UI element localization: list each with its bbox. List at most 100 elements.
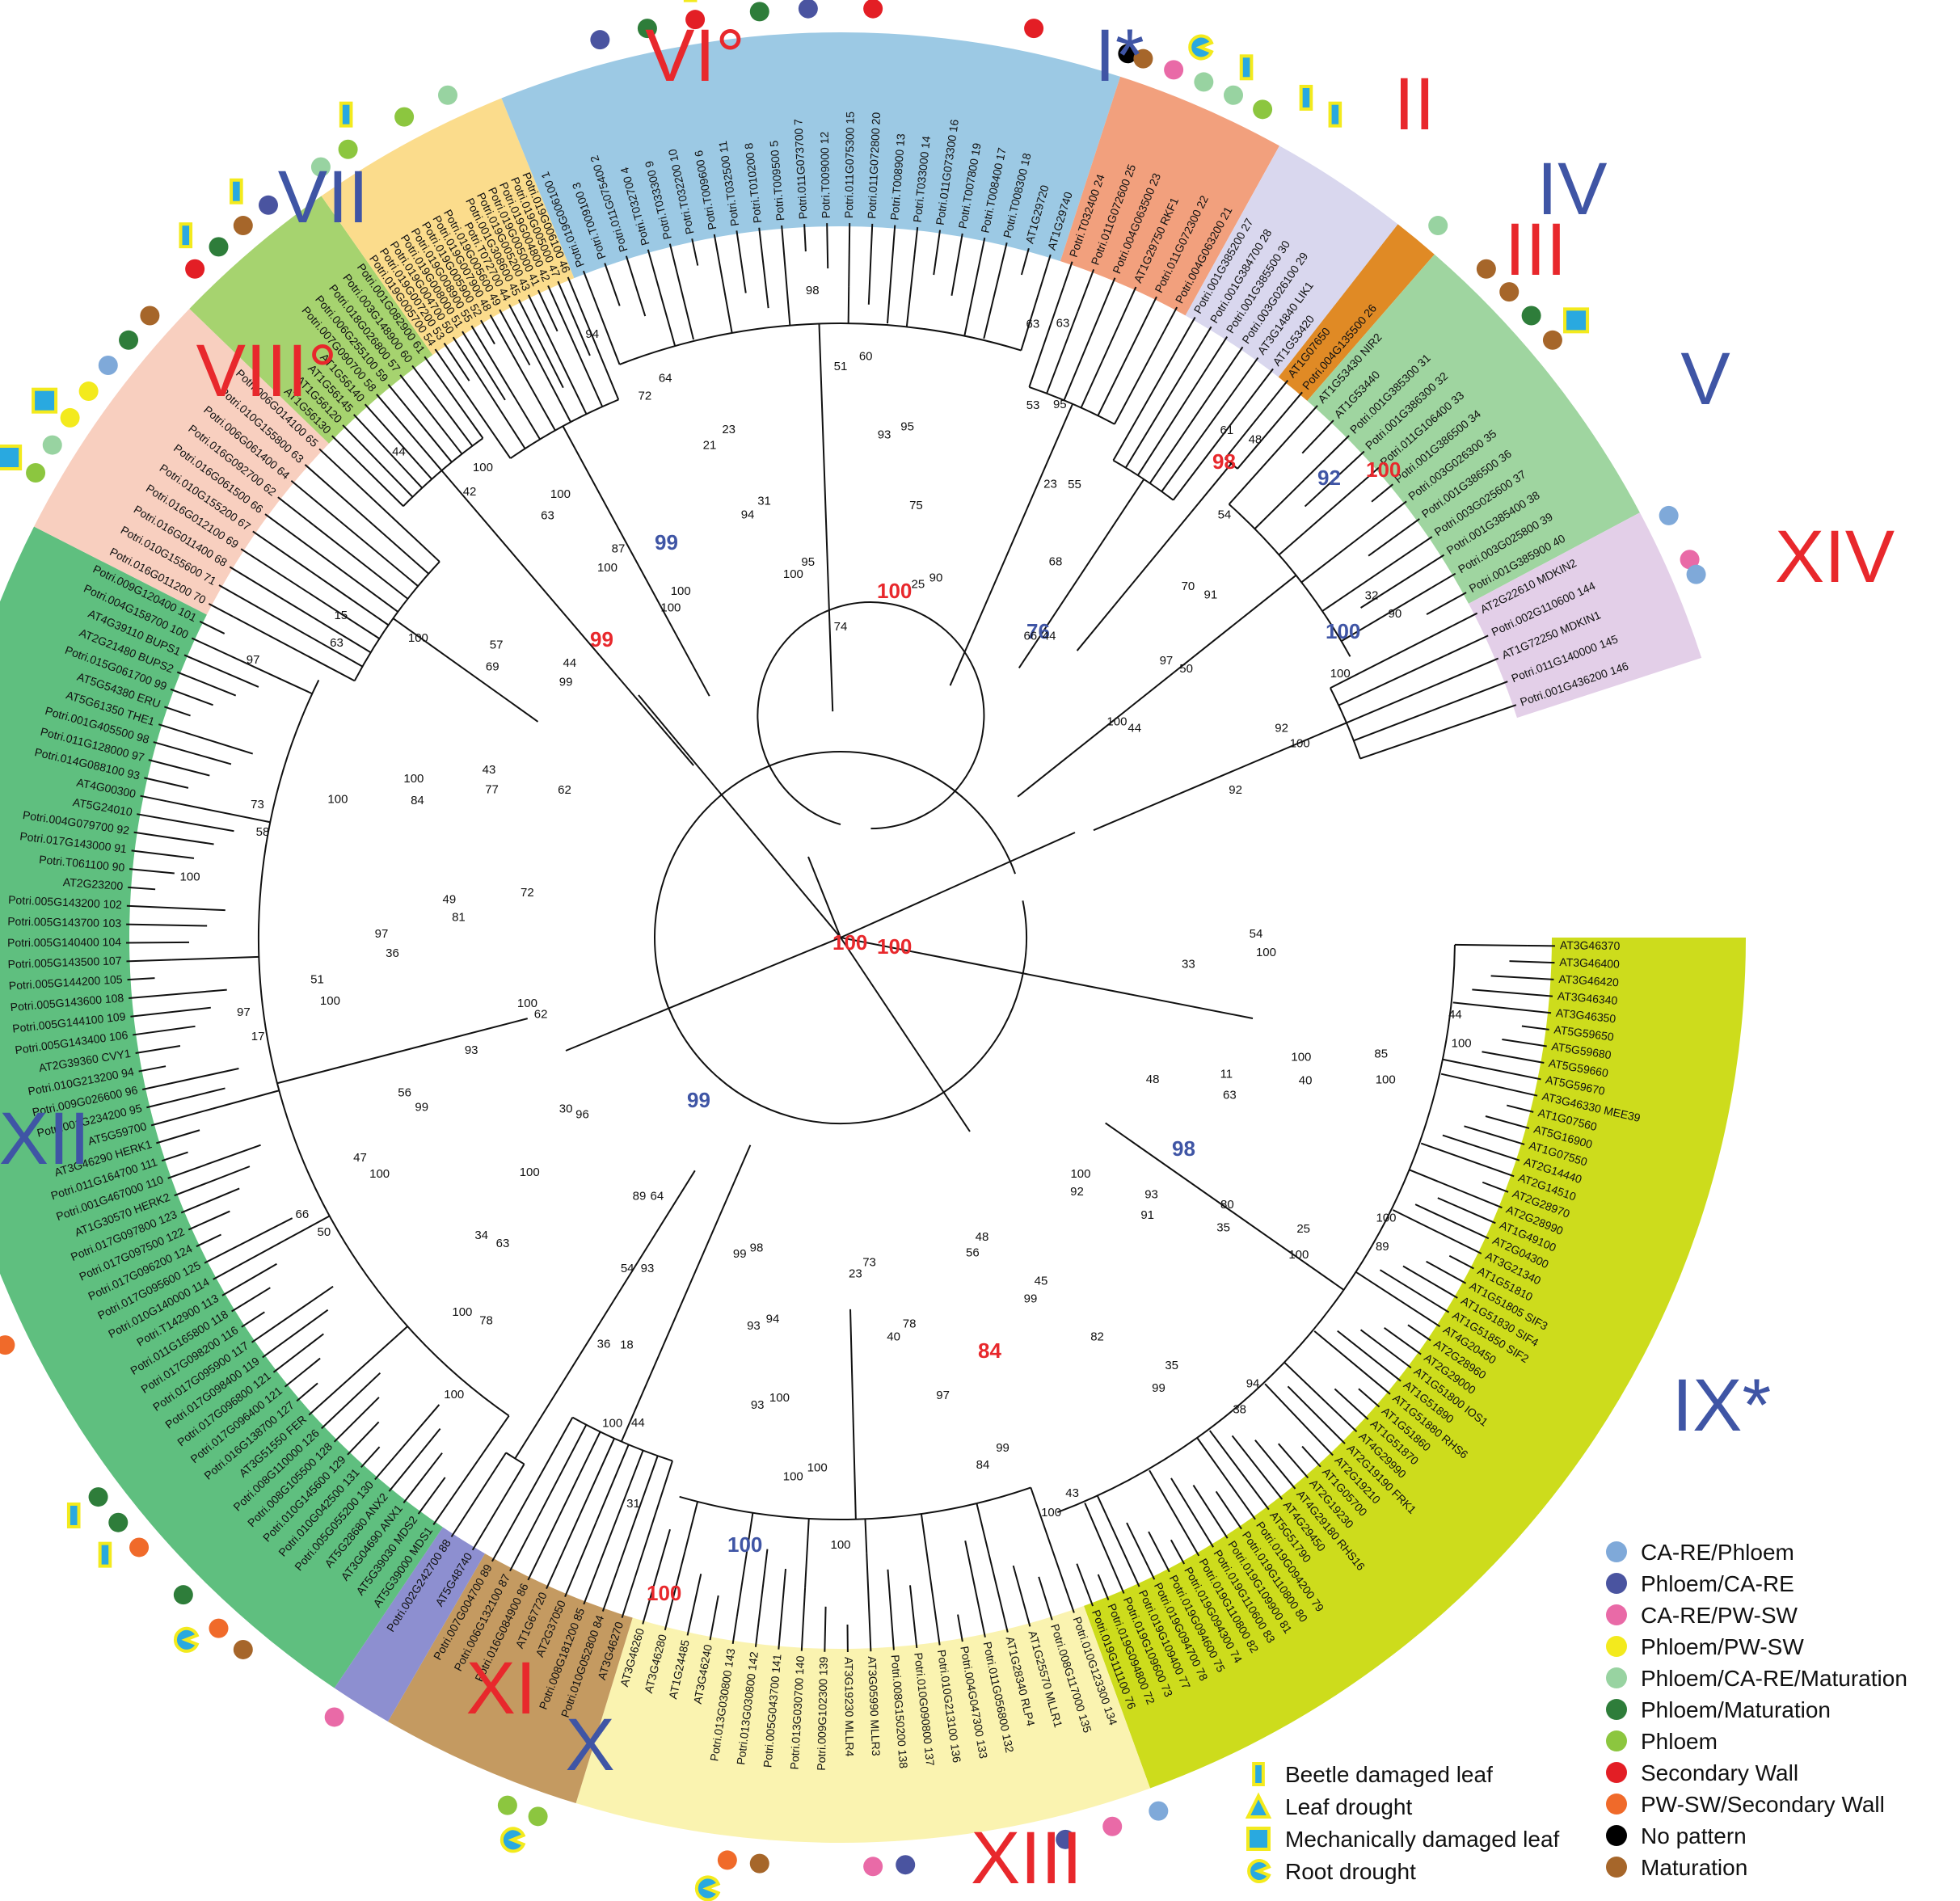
bootstrap-value: 48 [1146,1073,1160,1086]
internal-branch [405,405,453,463]
leaf-branch [1090,277,1116,337]
expression-dot [1659,505,1679,525]
stress-marker [1328,101,1342,128]
leaf-branch [1148,1531,1170,1573]
leaf-branch [826,223,829,269]
leaf-branch [758,227,769,309]
clade-branch-arc [679,1486,1031,1520]
bootstrap-value: 40 [887,1330,900,1344]
leaf-label: Potri.T009000 12 [818,131,832,218]
leaf-branch [164,706,191,717]
leaf-branch [1170,1477,1214,1548]
bootstrap-value: 73 [251,798,264,811]
internal-branch [592,296,621,365]
bootstrap-value: 100 [671,584,691,598]
leaf-label: AT3G46420 [1558,972,1619,988]
expression-dot [1102,1816,1123,1836]
legend-circles: CA-RE/PhloemPhloem/CA-RECA-RE/PW-SWPhloe… [1606,1540,1907,1880]
bootstrap-value: 100 [520,1165,540,1179]
leaf-branch [126,959,172,963]
bootstrap-value: 64 [659,371,672,385]
bootstrap-value: 45 [1035,1275,1048,1288]
expression-dot [497,1795,517,1815]
leaf-branch [1440,1073,1538,1097]
bootstrap-value: 93 [465,1043,478,1057]
leaf-branch [251,1285,334,1343]
internal-branch [539,1431,601,1556]
leaf-branch [290,479,340,522]
leaf-branch [133,1025,196,1036]
leaf-branch [126,923,208,927]
bootstrap-value: 99 [1152,1381,1165,1395]
leaf-branch [1102,286,1137,361]
bootstrap-value: 54 [1250,927,1263,941]
bootstrap-highlight: 92 [1317,466,1341,490]
internal-branch [286,529,398,613]
bootstrap-value: 42 [463,485,477,499]
leaf-branch [1407,1324,1431,1342]
expression-dot [528,1806,548,1827]
clade-label: VI° [645,15,745,97]
leaf-branch [1163,306,1178,332]
internal-branch [512,353,556,432]
leaf-branch [1149,1469,1200,1557]
bootstrap-value: 99 [1024,1292,1038,1305]
internal-branch [475,1452,507,1499]
internal-branch [546,375,571,423]
internal-branch [630,1461,673,1592]
bootstrap-value: 92 [1275,722,1288,736]
leaf-branch [1490,975,1554,980]
expression-dot [233,216,253,236]
stress-marker [98,1541,112,1568]
bootstrap-value: 97 [1160,654,1174,668]
leaf-branch [1238,1496,1256,1520]
leaf-branch [1012,1565,1031,1627]
leaf-branch [331,435,352,456]
internal-branch [470,422,484,439]
bootstrap-value: 23 [849,1267,862,1281]
leaf-branch [517,299,564,389]
leaf-branch [183,654,259,688]
bootstrap-value: 100 [1288,1248,1309,1262]
leaf-branch [1298,405,1318,427]
expression-dot [1680,550,1700,570]
bootstrap-value: 23 [1043,478,1057,491]
leaf-branch [241,1311,265,1328]
leaf-label: AT3G19230 MLLR4 [842,1657,856,1757]
bootstrap-value: 51 [310,973,324,987]
leaf-branch [983,242,1008,339]
leaf-branch [1482,1051,1545,1064]
leaf-branch [284,1357,321,1388]
bootstrap-highlight: 100 [1326,619,1360,643]
legend-color-dot [1606,1794,1627,1815]
bootstrap-value: 23 [722,423,736,436]
bootstrap-value: 97 [237,1005,251,1019]
bootstrap-highlight: 76 [1026,619,1050,643]
bootstrap-value: 100 [830,1538,850,1552]
clade-sector [388,1553,633,1804]
bootstrap-value: 66 [296,1208,310,1221]
stress-marker [0,445,23,470]
leaf-branch [564,1521,597,1597]
leaf-branch [411,365,451,417]
leaf-branch [296,1382,318,1402]
clade-label: III [1505,209,1567,291]
bootstrap-value: 95 [801,555,815,569]
leaf-branch [1038,1576,1053,1621]
bootstrap-value: 100 [1452,1036,1472,1050]
internal-branch [1124,365,1189,469]
leaf-label: Potri.005G143700 103 [7,915,121,930]
internal-branch [1114,331,1165,425]
stress-marker [1563,307,1590,334]
bootstrap-value: 54 [621,1262,634,1275]
legend-color-dot [1606,1636,1627,1657]
clade-label: VIII° [196,330,338,412]
internal-branch [427,410,463,455]
bootstrap-value: 78 [479,1313,493,1327]
expression-dot [590,30,610,50]
bootstrap-value: 34 [474,1229,488,1242]
bootstrap-value: 84 [411,794,424,807]
leaf-branch [229,566,285,601]
legend-color-dot [1606,1762,1627,1783]
expression-dot [88,1487,108,1507]
